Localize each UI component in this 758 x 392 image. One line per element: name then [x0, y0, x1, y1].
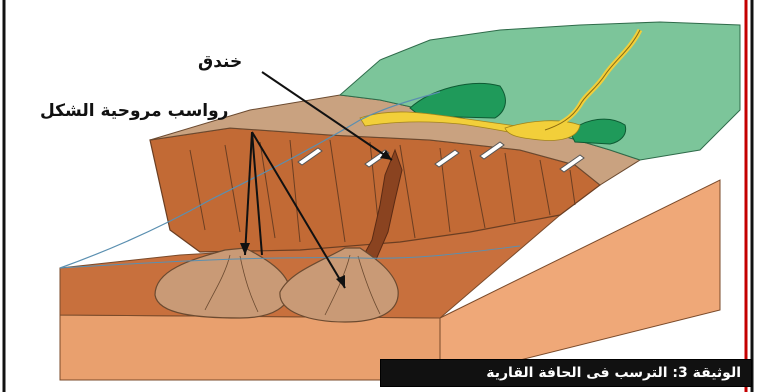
caption-text: الوثيقة 3: الترسب فى الحافة القارية [486, 365, 741, 381]
caption-box: الوثيقة 3: الترسب فى الحافة القارية [380, 359, 752, 387]
trench-label: خندق [198, 52, 242, 72]
fan-deposits-label: رواسب مروحية الشكل [40, 101, 228, 121]
